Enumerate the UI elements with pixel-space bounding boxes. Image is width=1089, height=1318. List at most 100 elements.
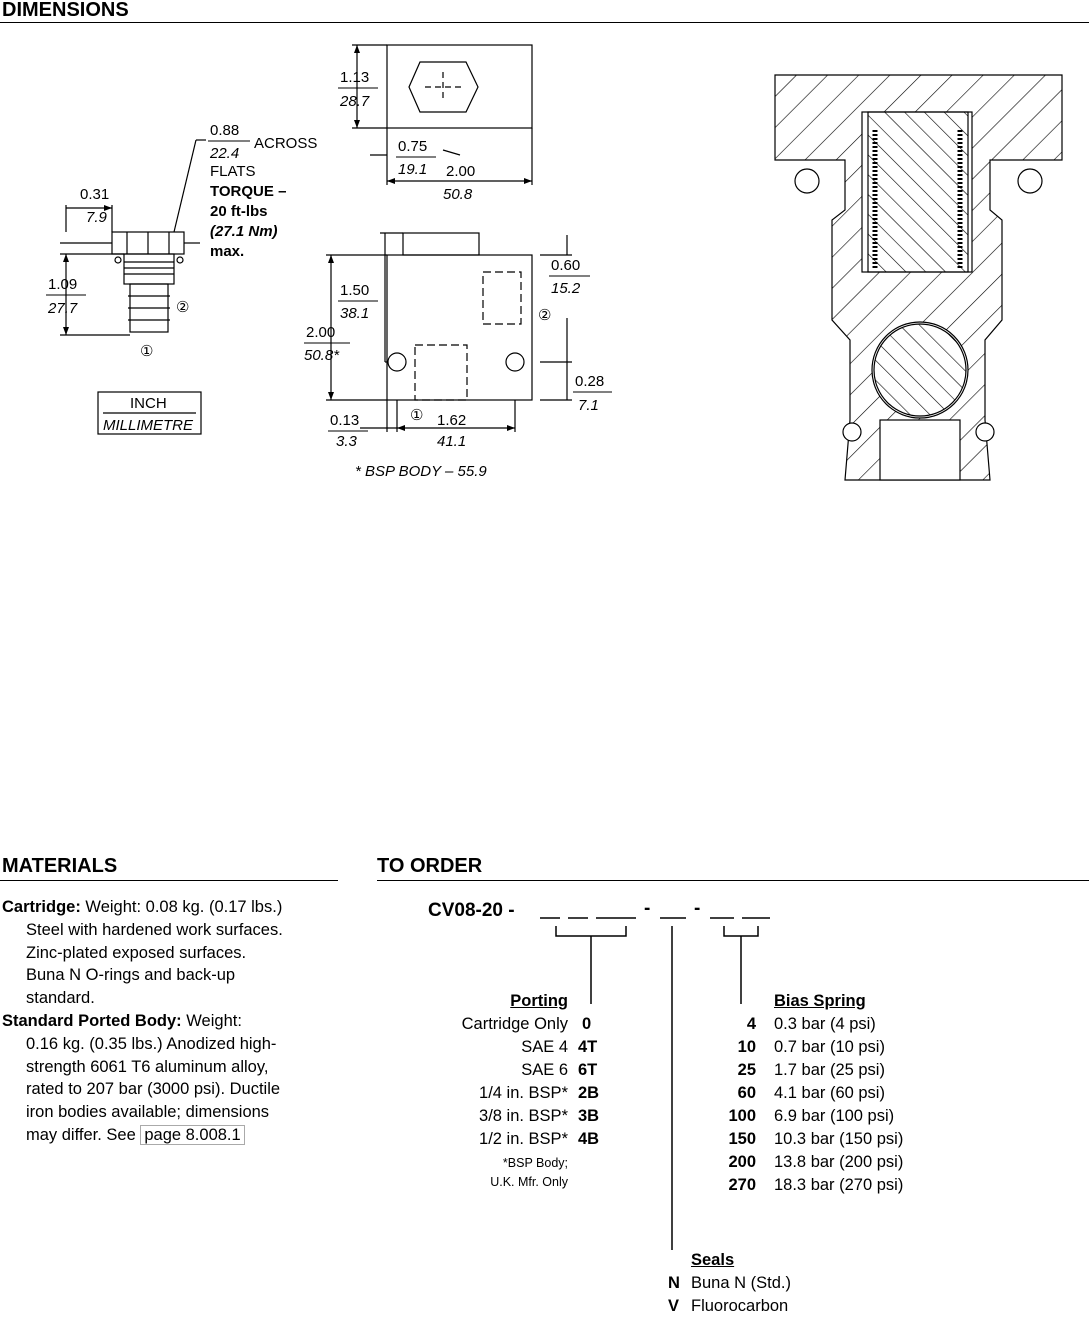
cartridge-port-2: ② [176,299,189,316]
hex-mm-label: 22.4 [209,145,239,162]
bias-code: 150 [728,1130,756,1148]
body-line: iron bodies available; dimensions [26,1103,270,1122]
porting-option: Cartridge Only 0 [380,1013,605,1036]
cartridge-label: Cartridge: [2,898,81,916]
torque-nm-label: (27.1 Nm) [210,223,278,240]
dim-013-in: 0.13 [330,412,359,429]
porting-code: 0 [582,1015,592,1033]
cartridge-weight: Weight: 0.08 kg. (0.17 lbs.) [80,898,283,916]
hex-across-label: ACROSS [254,135,317,152]
body-line: 0.16 kg. (0.35 lbs.) Anodized high- [26,1034,277,1053]
bias-code: 4 [746,1015,756,1033]
seals-heading-wrap: Seals [691,1249,734,1272]
bias-label: 1.7 bar (25 psi) [774,1061,885,1079]
bias-label: 0.3 bar (4 psi) [774,1015,876,1033]
legend-inch: INCH [130,395,167,412]
to-order-heading: TO ORDER [377,855,483,877]
dim-109-mm: 27.7 [47,300,78,317]
body-line: rated to 207 bar (3000 psi). Ductile [26,1080,281,1099]
dim-200w-mm: 50.8 [443,186,473,203]
bsp-body-note: * BSP BODY – 55.9 [355,463,487,480]
dim-113-in: 1.13 [340,69,369,86]
seal-code: V [668,1297,680,1315]
dim-150-mm: 38.1 [340,305,369,322]
dim-200h-mm: 50.8* [304,347,340,364]
dimensions-rule [0,22,1089,23]
body-top-view [386,44,533,129]
dim-031-in: 0.31 [80,186,109,203]
cross-section-view [774,74,1063,481]
materials-block: Cartridge: Weight: 0.08 kg. (0.17 lbs.) … [2,896,342,1147]
dim-113-mm: 28.7 [339,93,370,110]
body-weight-label: Weight: [181,1011,242,1030]
units-legend-box [97,391,202,435]
cartridge-outline [60,231,200,333]
body-port-1: ① [410,407,423,424]
porting-option: 1/4 in. BSP*2B [380,1082,605,1105]
dim-060-in: 0.60 [551,257,580,274]
seal-label: Fluorocarbon [691,1297,789,1315]
seal-option: V Fluorocarbon [668,1295,868,1318]
model-separator: - [694,898,701,919]
bsp-footnote-line: U.K. Mfr. Only [490,1175,568,1189]
torque-max-label: max. [210,243,244,260]
bias-label: 18.3 bar (270 psi) [774,1176,904,1194]
materials-rule [0,880,338,881]
porting-code: 6T [578,1061,598,1079]
body-label: Standard Ported Body: [2,1011,182,1030]
bias-label: 0.7 bar (10 psi) [774,1038,885,1056]
bias-code: 10 [737,1038,756,1056]
porting-heading: Porting [510,992,568,1010]
model-code: CV08-20 - [428,900,515,921]
dim-031-mm: 7.9 [86,209,108,226]
cartridge-port-1: ① [140,343,153,360]
bias-heading-wrap: Bias Spring [774,990,866,1013]
body-front-view [386,232,533,401]
dim-200h-in: 2.00 [306,324,335,341]
dim-150-in: 1.50 [340,282,369,299]
body-port-2: ② [538,307,551,324]
legend-millimetre: MILLIMETRE [103,417,194,434]
dim-075-in: 0.75 [398,138,427,155]
dim-109-in: 1.09 [48,276,77,293]
body-last-line: may differ. See [26,1125,141,1144]
bias-option: 4 0.3 bar (4 psi) [700,1013,960,1036]
dimensions-heading: DIMENSIONS [2,0,129,21]
model-separator: - [644,898,651,919]
bias-code: 200 [728,1153,756,1171]
porting-option: SAE 4 4T [380,1036,605,1059]
bias-spring-heading: Bias Spring [774,992,866,1010]
bias-option: 25 1.7 bar (25 psi) [700,1059,960,1082]
order-code-diagram [540,917,770,1250]
porting-heading-wrap: Porting [380,990,568,1013]
porting-code: 3B [578,1107,600,1125]
dim-162-in: 1.62 [437,412,466,429]
porting-code: 4T [578,1038,598,1056]
porting-label: 3/8 in. BSP* [479,1107,568,1125]
dim-200w-in: 2.00 [446,163,475,180]
dimensions-drawing: 0.88 22.4 ACROSS FLATS TORQUE – 20 ft-lb… [46,44,1063,481]
materials-heading: MATERIALS [2,855,118,877]
body-line: strength 6061 T6 aluminum alloy, [26,1057,269,1076]
porting-label: SAE 4 [521,1038,568,1056]
porting-label: 1/2 in. BSP* [479,1130,568,1148]
seal-label: Buna N (Std.) [691,1274,791,1292]
cartridge-line: Steel with hardened work surfaces. [26,920,283,939]
bias-option: 10 0.7 bar (10 psi) [700,1036,960,1059]
page-reference-link[interactable]: page 8.008.1 [140,1124,245,1145]
hex-flats-label: FLATS [210,163,256,180]
bias-code: 25 [737,1061,756,1079]
porting-option: 3/8 in. BSP* 3B [380,1105,605,1128]
dim-075-mm: 19.1 [398,161,427,178]
porting-label: Cartridge Only [461,1015,568,1033]
torque-value-label: 20 ft-lbs [210,203,268,220]
bias-code: 60 [737,1084,756,1102]
torque-label: TORQUE – [210,183,286,200]
cartridge-line: Buna N O-rings and back-up [26,966,236,985]
